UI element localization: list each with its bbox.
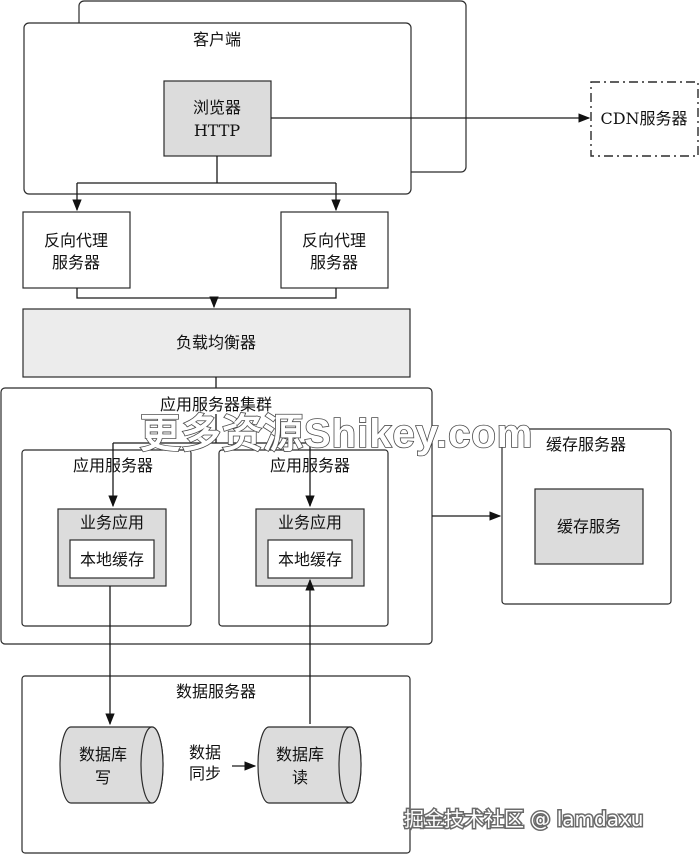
reverse-proxy-right-line2: 服务器 [310, 253, 358, 272]
cluster-split-connector [113, 414, 310, 444]
load-balancer-box [22, 308, 411, 378]
browser-box [163, 80, 272, 157]
business-app-right-label: 业务应用 [278, 513, 342, 532]
cdn-server-box [590, 81, 699, 157]
sync-label-line2: 同步 [189, 764, 221, 783]
data-server-box [21, 675, 411, 854]
proxies-merge-connector [76, 288, 337, 299]
db-read-cylinder [257, 726, 362, 804]
db-read-line1: 数据库 [276, 745, 324, 764]
local-cache-left-label: 本地缓存 [80, 550, 144, 569]
reverse-proxy-left [22, 211, 131, 289]
local-cache-right [267, 539, 353, 579]
reverse-proxy-left-line1: 反向代理 [44, 231, 108, 250]
app-cluster-title: 应用服务器集群 [160, 395, 272, 414]
local-cache-left [69, 539, 155, 579]
db-write-line2: 写 [95, 768, 111, 787]
browser-protocol-label: HTTP [194, 121, 241, 140]
local-cache-right-label: 本地缓存 [278, 550, 342, 569]
db-write-line1: 数据库 [79, 745, 127, 764]
db-read-line2: 读 [292, 768, 308, 787]
watermark-center: 更多资源Shikey.com [140, 412, 533, 456]
reverse-proxy-left-line2: 服务器 [52, 253, 100, 272]
sync-label-line1: 数据 [189, 743, 221, 762]
browser-split-connector [77, 156, 336, 184]
cache-server-title: 缓存服务器 [546, 435, 626, 454]
db-write-cylinder [59, 726, 164, 804]
business-app-left-label: 业务应用 [80, 513, 144, 532]
cdn-server-label: CDN服务器 [600, 109, 687, 128]
data-server-title: 数据服务器 [176, 682, 256, 701]
browser-label: 浏览器 [193, 98, 241, 117]
cache-service-box [534, 488, 644, 565]
cache-service-label: 缓存服务 [557, 517, 621, 536]
load-balancer-label: 负载均衡器 [176, 333, 256, 352]
watermark-bottom-right: 掘金技术社区 @ lamdaxu [404, 807, 643, 831]
reverse-proxy-right-line1: 反向代理 [302, 231, 366, 250]
client-title: 客户端 [193, 30, 241, 49]
reverse-proxy-right [280, 211, 389, 289]
